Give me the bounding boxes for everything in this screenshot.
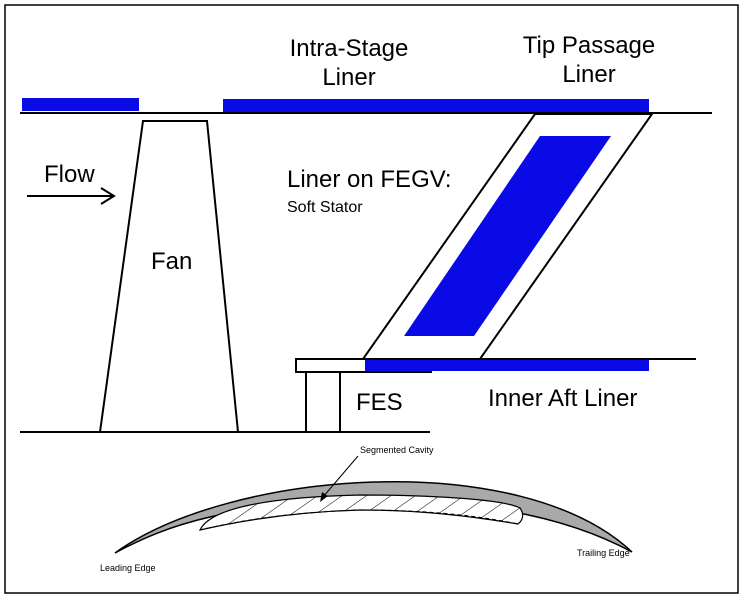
inner-aft-liner-label: Inner Aft Liner	[488, 385, 638, 412]
intra-stage-label: Intra-Stage Liner	[283, 35, 415, 92]
fes-structure	[295, 358, 432, 432]
tip-passage-label-line1: Tip Passage	[522, 32, 656, 59]
fes-label: FES	[356, 389, 403, 416]
trailing-edge-label: Trailing Edge	[577, 548, 630, 558]
tip-passage-label-line2: Liner	[562, 61, 616, 88]
segmented-cavity-label: Segmented Cavity	[360, 445, 434, 455]
leading-edge-label: Leading Edge	[100, 563, 156, 573]
tip-passage-label: Tip Passage Liner	[514, 32, 664, 89]
soft-stator-label: Soft Stator	[287, 199, 363, 216]
intra-stage-tip-liner	[223, 99, 649, 112]
fan-blade	[98, 120, 240, 433]
cavity-hatching	[200, 495, 523, 530]
segmented-cavity-pointer	[320, 455, 359, 502]
inner-aft-liner	[365, 360, 649, 371]
outer-frame	[4, 4, 739, 594]
inlet-liner	[22, 98, 139, 111]
intra-stage-label-line2: Liner	[322, 64, 376, 91]
liner-on-fegv-label: Liner on FEGV:	[287, 166, 452, 193]
cavity-dashed-line	[199, 509, 519, 531]
airfoil-section	[114, 481, 633, 554]
fegv-liner	[404, 136, 611, 336]
intra-stage-label-line1: Intra-Stage	[289, 35, 409, 62]
flow-label: Flow	[44, 161, 95, 188]
fan-label: Fan	[151, 248, 193, 275]
flow-arrow	[27, 187, 116, 205]
